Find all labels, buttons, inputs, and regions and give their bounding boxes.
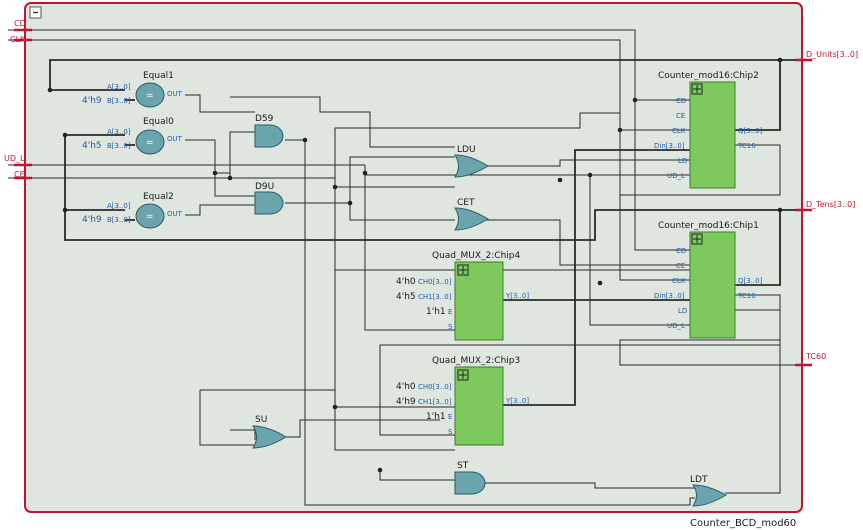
output-d-tens: D_Tens[3..0] <box>806 200 855 209</box>
expand-icon[interactable] <box>457 264 469 276</box>
chip1-port-ld: LD <box>678 307 687 315</box>
su-label: SU <box>255 415 267 425</box>
equal1-a: A[3..0] <box>107 83 131 91</box>
comparator-equal0[interactable]: Equal0 = A[3..0] 4'h5 B[3..0] OUT <box>82 117 183 155</box>
input-cd: CD <box>14 19 26 28</box>
comparator-equal2[interactable]: Equal2 = A[3..0] 4'h9 B[3..0] OUT <box>82 192 183 229</box>
chip4-port-y: Y[3..0] <box>505 292 529 300</box>
chip1-port-tc16: TC16 <box>737 292 756 300</box>
and-gate-d9u[interactable]: D9U <box>254 182 284 215</box>
chip1-title: Counter_mod16:Chip1 <box>658 221 759 231</box>
chip2-port-tc16: TC16 <box>737 142 756 150</box>
output-d-units: D_Units[3..0] <box>806 50 858 59</box>
chip4-port-e: E <box>448 308 452 316</box>
equal0-b: B[3..0] <box>107 142 131 150</box>
comparator-equal1[interactable]: Equal1 = A[3..0] 4'h9 B[3..0] OUT <box>82 71 183 108</box>
chip4-port-ch1: CH1[3..0] <box>418 293 452 301</box>
expand-icon[interactable] <box>457 369 469 381</box>
chip1-port-clk: CLK <box>672 277 686 285</box>
expand-icon[interactable] <box>691 233 703 245</box>
junction-dots <box>47 57 783 473</box>
chip1-port-q: Q[3..0] <box>738 277 763 285</box>
chip4-port-ch0: CH0[3..0] <box>418 278 452 286</box>
chip2-title: Counter_mod16:Chip2 <box>658 71 759 81</box>
d9u-label: D9U <box>255 182 274 192</box>
counter-chip2[interactable]: Counter_mod16:Chip2 CD CE CLK Din[3..0] … <box>654 71 763 189</box>
design-title: Counter_BCD_mod60 <box>690 518 796 529</box>
equal2-out: OUT <box>167 210 183 218</box>
chip3-title: Quad_MUX_2:Chip3 <box>432 356 520 366</box>
equal2-b-const: 4'h9 <box>82 215 102 225</box>
chip3-const-ch1: 4'h9 <box>396 397 416 407</box>
chip2-port-clk: CLK <box>672 127 686 135</box>
or-gate-ldt[interactable]: LDT <box>690 475 727 507</box>
and-gate-st[interactable]: ST <box>454 461 486 495</box>
chip2-port-ud-l: UD_L <box>667 172 685 180</box>
chip2-port-ld: LD <box>678 157 687 165</box>
d59-label: D59 <box>255 114 274 124</box>
equal0-a: A[3..0] <box>107 128 131 136</box>
chip4-const-e: 1'h1 <box>426 307 446 317</box>
ldt-label: LDT <box>690 475 708 485</box>
chip3-const-ch0: 4'h0 <box>396 382 416 392</box>
st-label: ST <box>457 461 469 471</box>
io-pins <box>14 28 812 367</box>
chip3-port-ch1: CH1[3..0] <box>418 398 452 406</box>
equal1-name: Equal1 <box>143 71 174 81</box>
equal0-name: Equal0 <box>143 117 174 127</box>
or-gate-ldu[interactable]: LDU <box>454 145 489 178</box>
equal2-a: A[3..0] <box>107 202 131 210</box>
chip3-port-s: S <box>448 428 453 436</box>
equal2-b: B[3..0] <box>107 216 131 224</box>
equal2-op: = <box>146 212 154 222</box>
expand-icon[interactable] <box>691 83 703 95</box>
input-ud-l: UD_L <box>4 154 25 163</box>
equal0-out: OUT <box>167 135 183 143</box>
chip4-const-ch0: 4'h0 <box>396 277 416 287</box>
chip2-port-cd: CD <box>676 97 686 105</box>
equal1-out: OUT <box>167 90 183 98</box>
chip2-port-q: Q[3..0] <box>738 127 763 135</box>
chip3-port-e: E <box>448 413 452 421</box>
input-ce: CE <box>14 170 25 179</box>
chip3-port-ch0: CH0[3..0] <box>418 383 452 391</box>
equal1-b-const: 4'h9 <box>82 96 102 106</box>
chip4-const-ch1: 4'h5 <box>396 292 416 302</box>
equal0-b-const: 4'h5 <box>82 141 102 151</box>
chip2-port-ce: CE <box>676 112 685 120</box>
chip1-port-cd: CD <box>676 247 686 255</box>
chip4-port-s: S <box>448 323 453 331</box>
chip2-port-din: Din[3..0] <box>654 142 685 150</box>
input-clk: CLK <box>10 35 26 44</box>
collapse-icon[interactable] <box>29 6 42 19</box>
design-frame <box>24 2 803 513</box>
chip1-port-ce: CE <box>676 262 685 270</box>
mux-chip4[interactable]: Quad_MUX_2:Chip4 4'h0 CH0[3..0] 4'h5 CH1… <box>396 251 529 341</box>
counter-chip1[interactable]: Counter_mod16:Chip1 CD CE CLK Din[3..0] … <box>654 221 763 339</box>
or-gate-su[interactable]: SU <box>252 415 287 449</box>
chip3-port-y: Y[3..0] <box>505 397 529 405</box>
equal2-name: Equal2 <box>143 192 174 202</box>
mux-chip3[interactable]: Quad_MUX_2:Chip3 4'h0 CH0[3..0] 4'h9 CH1… <box>396 356 529 446</box>
equal0-op: = <box>146 138 154 148</box>
cet-label: CET <box>457 198 475 208</box>
equal1-op: = <box>146 91 154 101</box>
chip1-port-ud-l: UD_L <box>667 322 685 330</box>
equal1-b: B[3..0] <box>107 97 131 105</box>
or-gate-cet[interactable]: CET <box>454 198 489 231</box>
output-tc60: TC60 <box>805 352 826 361</box>
chip1-port-din: Din[3..0] <box>654 292 685 300</box>
ldu-label: LDU <box>457 145 476 155</box>
and-gate-d59[interactable]: D59 <box>254 114 284 148</box>
chip3-const-e: 1'h1 <box>426 412 446 422</box>
chip4-title: Quad_MUX_2:Chip4 <box>432 251 520 261</box>
